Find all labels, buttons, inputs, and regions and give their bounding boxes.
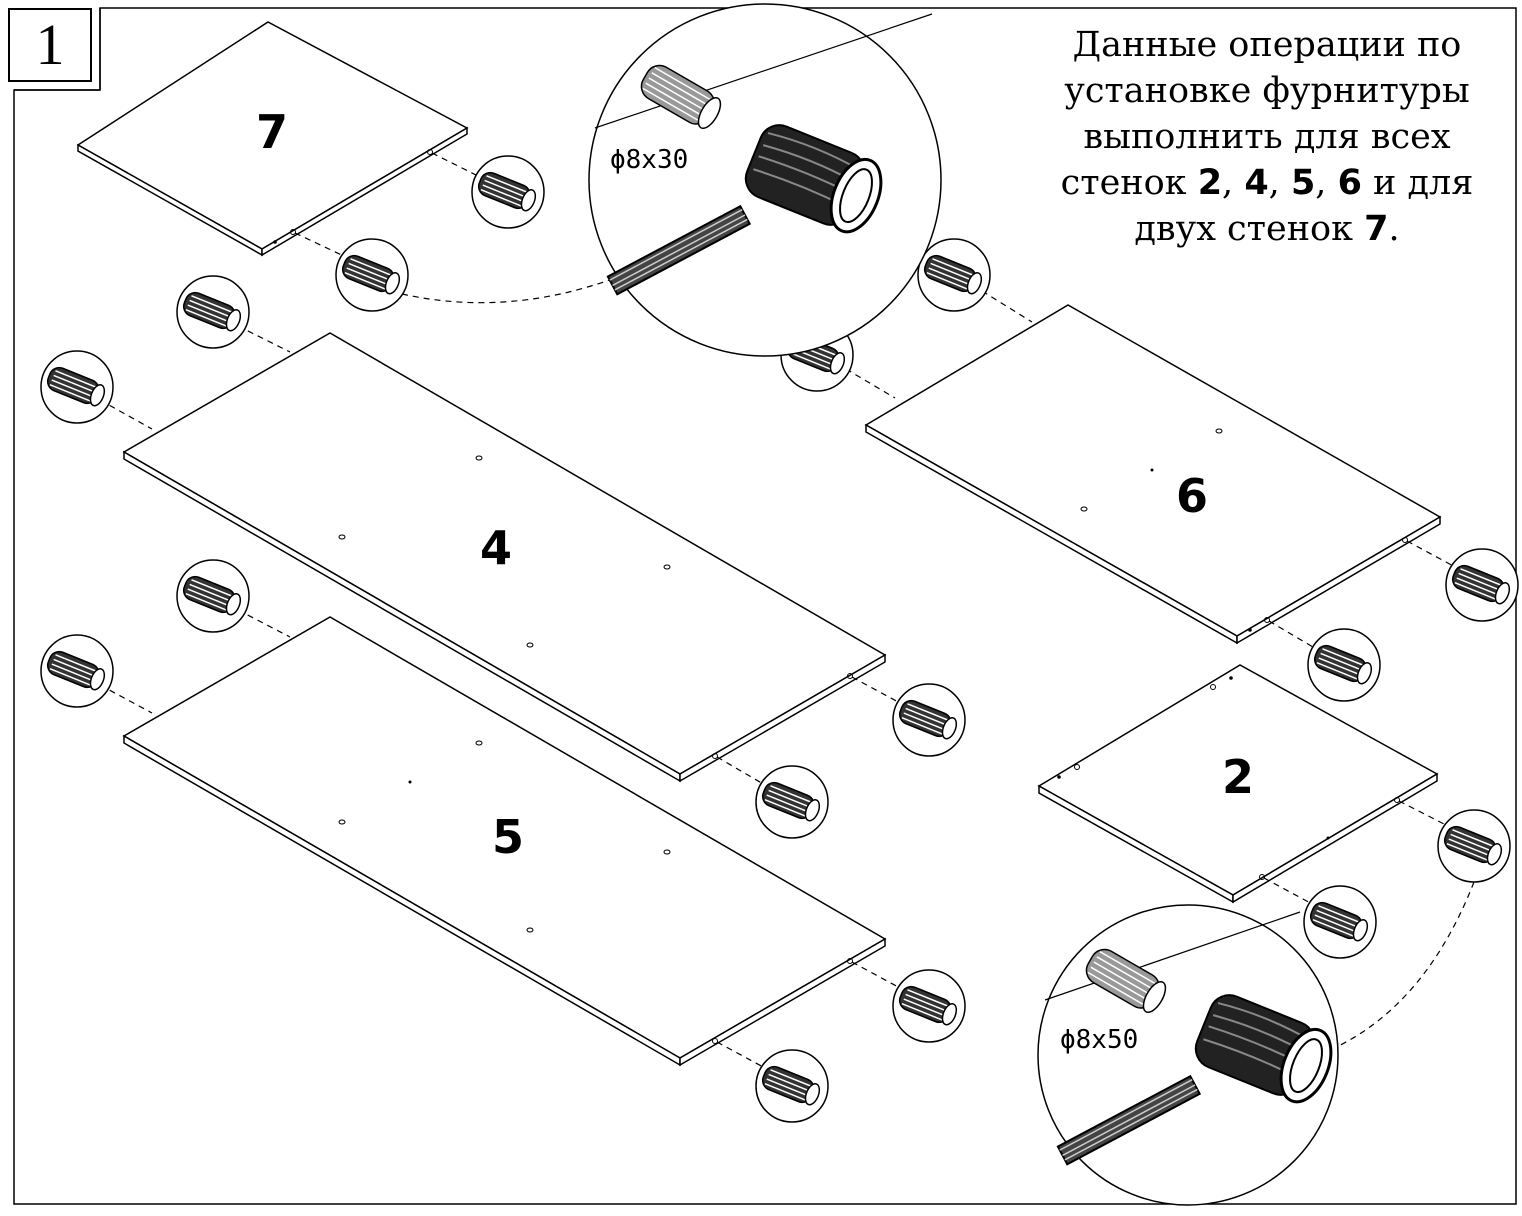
panel-5 <box>122 616 887 1067</box>
panel-2 <box>1037 664 1439 904</box>
magnifier-large-dowel: ϕ8x50 <box>1037 904 1343 1206</box>
step-number-box: 1 <box>8 8 92 82</box>
panel-label-6: 6 <box>1176 469 1208 523</box>
panel-label-2: 2 <box>1222 750 1254 804</box>
panel-6 <box>864 304 1442 645</box>
instruction-line-1: Данные операции по <box>1072 25 1462 65</box>
instruction-line-3: выполнить для всех <box>1083 117 1451 157</box>
dowel-size-label-30: ϕ8x30 <box>610 145 688 175</box>
instruction-line-2: установке фурнитуры <box>1064 71 1470 111</box>
instruction-line-4: стенок 2, 4, 5, 6 и для <box>1060 163 1474 203</box>
magnifier-small-dowel: ϕ8x30 <box>588 3 942 357</box>
panel-label-5: 5 <box>492 810 524 864</box>
panel-label-7: 7 <box>256 105 288 159</box>
instruction-note: Данные операции по установке фурнитуры в… <box>1032 22 1502 252</box>
panel-7 <box>76 21 469 257</box>
instruction-line-5: двух стенок 7. <box>1134 209 1400 249</box>
panel-label-4: 4 <box>480 521 512 575</box>
step-number: 1 <box>35 12 65 77</box>
panel-4 <box>122 332 887 783</box>
dowel-size-label-50: ϕ8x50 <box>1060 1025 1138 1055</box>
